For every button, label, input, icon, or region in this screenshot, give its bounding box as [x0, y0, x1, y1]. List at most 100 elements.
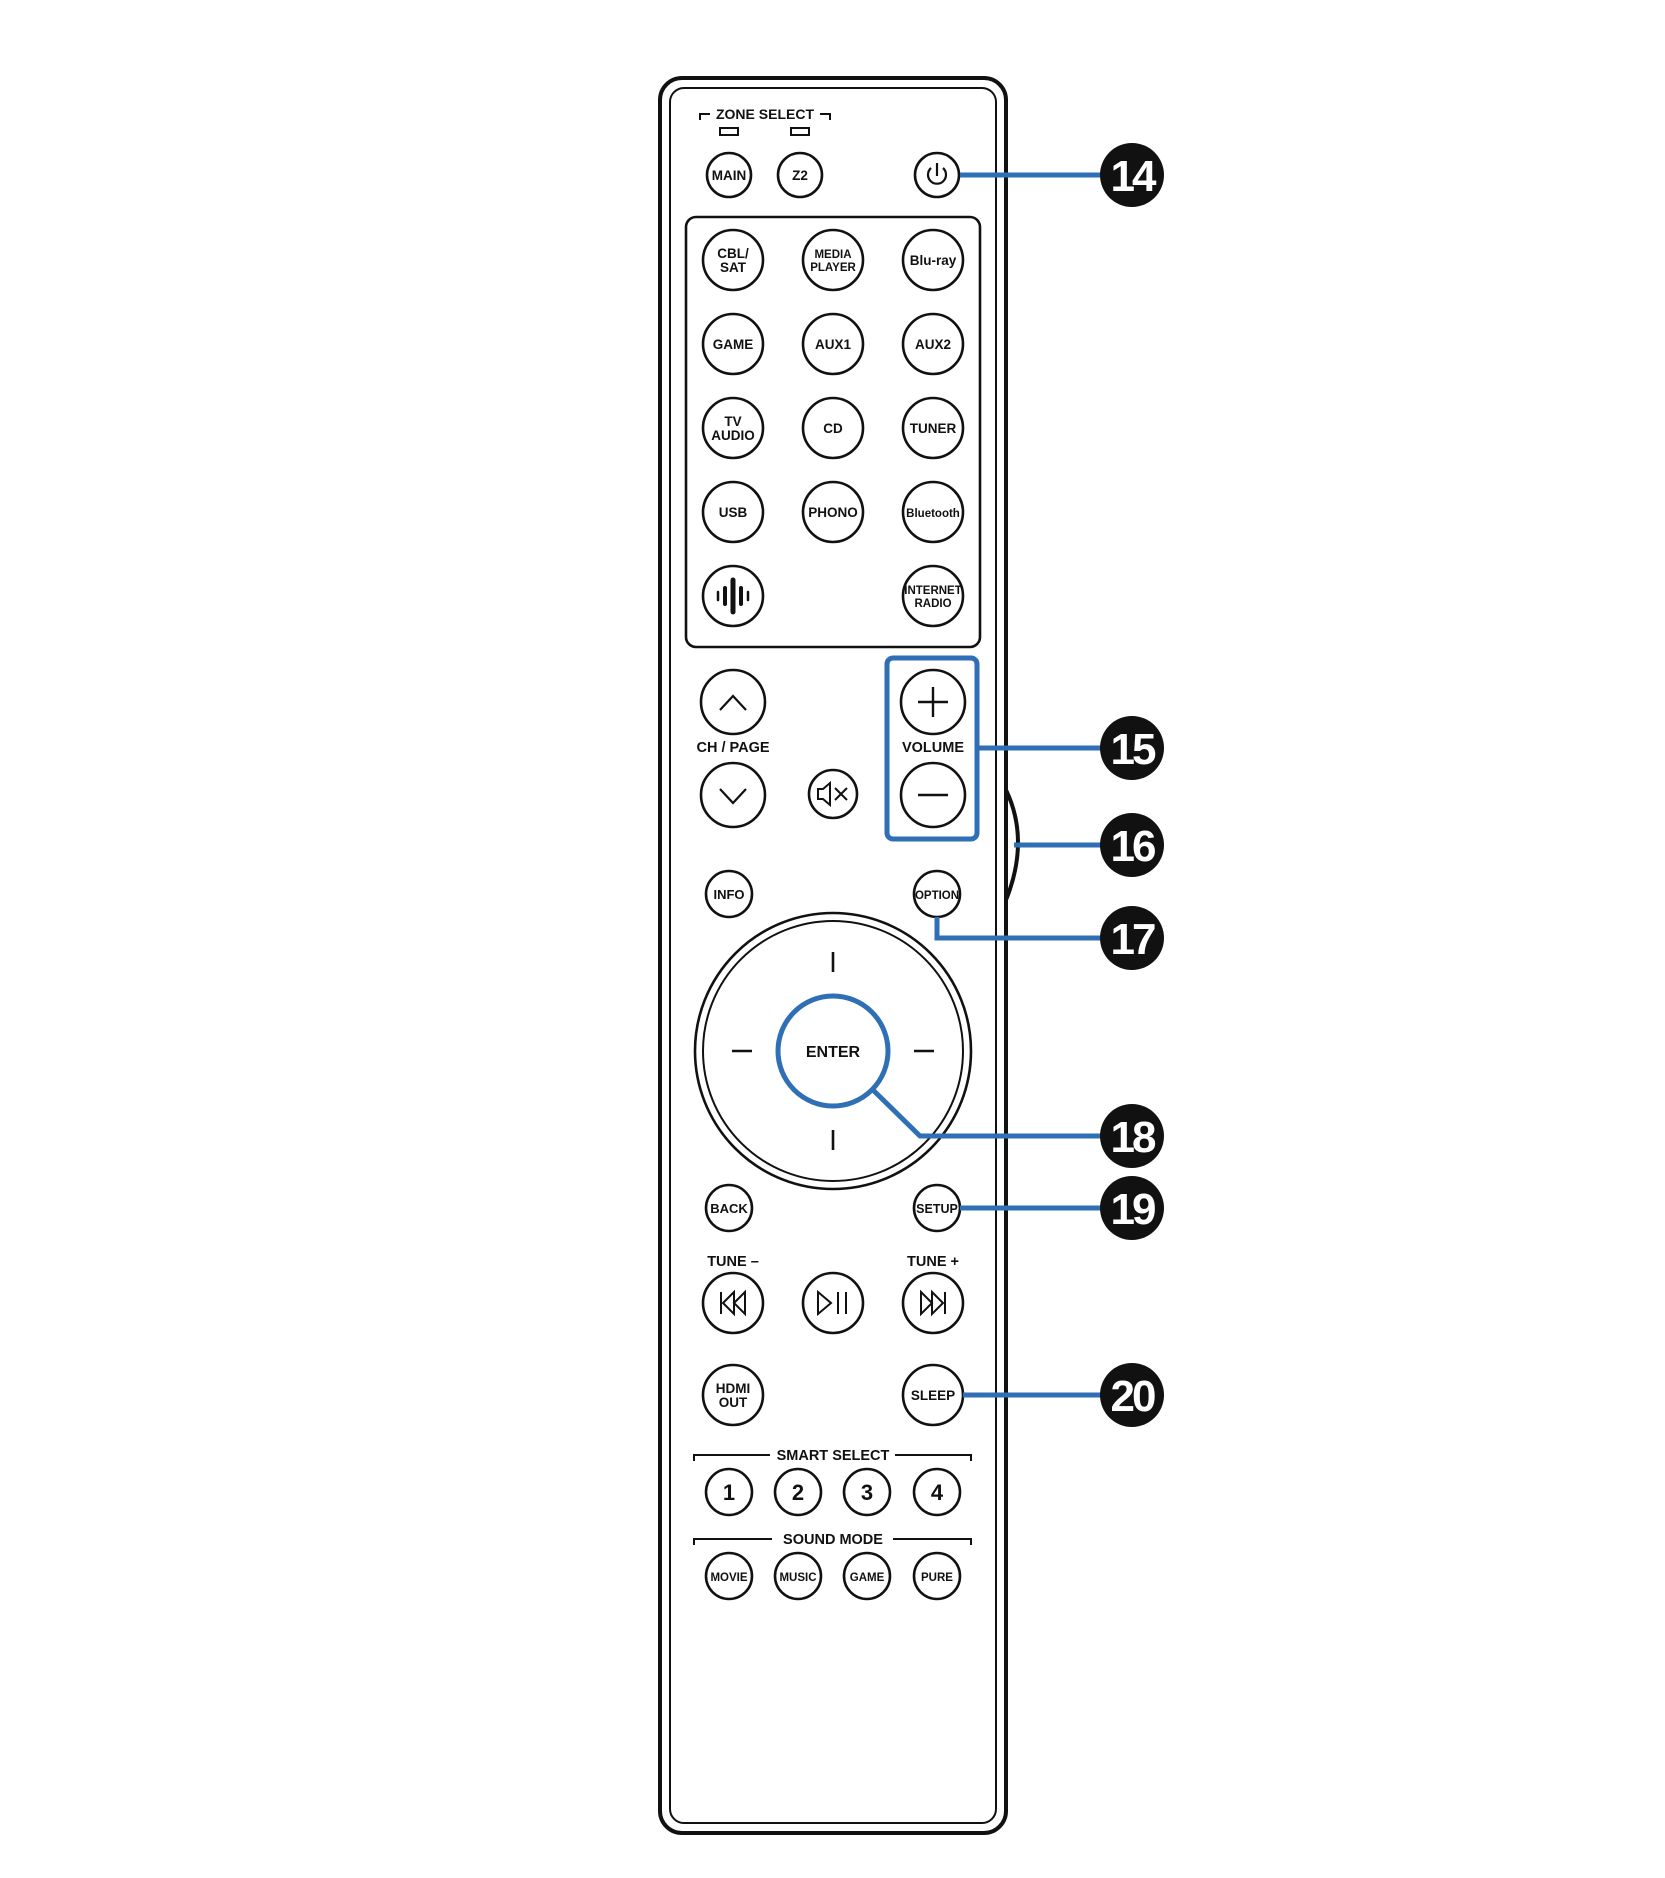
smart-select-3-button[interactable]: 3 — [842, 1467, 892, 1517]
sound-mode-pure-button[interactable]: PURE — [912, 1551, 962, 1601]
svg-text:4: 4 — [931, 1480, 944, 1505]
tune-plus-label: TUNE + — [907, 1254, 959, 1270]
phono-button[interactable]: PHONO — [801, 480, 865, 544]
ch-page-down-button[interactable] — [699, 761, 767, 829]
svg-text:20: 20 — [1111, 1372, 1155, 1421]
svg-text:ENTER: ENTER — [806, 1044, 861, 1061]
svg-text:19: 19 — [1111, 1185, 1155, 1234]
svg-text:SAT: SAT — [720, 260, 747, 275]
power-button[interactable] — [913, 151, 961, 199]
sound-mode-game-button[interactable]: GAME — [842, 1551, 892, 1601]
sleep-button[interactable]: SLEEP — [901, 1363, 965, 1427]
cd-button[interactable]: CD — [801, 396, 865, 460]
svg-text:BACK: BACK — [710, 1201, 748, 1216]
svg-text:PLAYER: PLAYER — [810, 262, 856, 274]
svg-text:2: 2 — [792, 1480, 804, 1505]
mute-button[interactable] — [807, 768, 859, 820]
mute-icon — [817, 780, 848, 808]
usb-button[interactable]: USB — [701, 480, 765, 544]
zone-select-group: ZONE SELECT MAIN Z2 — [699, 106, 961, 199]
sound-mode-music-button[interactable]: MUSIC — [773, 1551, 823, 1601]
heos-button[interactable] — [701, 564, 765, 628]
callout-lines — [775, 172, 1110, 1398]
bluray-button[interactable]: Blu-ray — [901, 228, 965, 292]
svg-text:SLEEP: SLEEP — [911, 1388, 955, 1403]
svg-text:Blu-ray: Blu-ray — [910, 253, 957, 268]
svg-text:MUSIC: MUSIC — [779, 1572, 816, 1584]
tv-audio-button[interactable]: TV AUDIO — [701, 396, 765, 460]
internet-radio-button[interactable]: INTERNET RADIO — [901, 564, 965, 628]
smart-select-group: SMART SELECT 1 2 3 4 — [693, 1448, 972, 1517]
media-player-button[interactable]: MEDIA PLAYER — [801, 228, 865, 292]
zone-z2-indicator — [790, 127, 810, 136]
svg-text:PURE: PURE — [921, 1572, 953, 1584]
svg-text:TV: TV — [724, 414, 741, 429]
volume-up-button[interactable] — [899, 668, 967, 736]
play-pause-icon — [817, 1289, 847, 1317]
source-panel: CBL/ SAT MEDIA PLAYER Blu-ray GAME AUX1 … — [684, 215, 982, 649]
heos-icon — [716, 577, 750, 615]
smart-select-2-button[interactable]: 2 — [773, 1467, 823, 1517]
setup-button[interactable]: SETUP — [912, 1183, 962, 1233]
smart-select-label: SMART SELECT — [777, 1448, 890, 1464]
bluetooth-button[interactable]: Bluetooth — [901, 480, 965, 544]
svg-text:MAIN: MAIN — [712, 168, 747, 183]
option-button[interactable]: OPTION — [912, 869, 962, 919]
power-icon — [926, 167, 948, 185]
svg-text:OUT: OUT — [719, 1395, 748, 1410]
info-button[interactable]: INFO — [704, 869, 754, 919]
main-button[interactable]: MAIN — [705, 151, 753, 199]
sound-mode-label: SOUND MODE — [783, 1532, 883, 1548]
skip-forward-icon — [920, 1289, 946, 1317]
hdmi-out-button[interactable]: HDMI OUT — [701, 1363, 765, 1427]
zone-main-indicator — [719, 127, 739, 136]
svg-text:18: 18 — [1111, 1113, 1156, 1162]
skip-back-button[interactable] — [701, 1271, 765, 1335]
svg-text:16: 16 — [1111, 822, 1155, 871]
sound-mode-group: SOUND MODE MOVIE MUSIC GAME PURE — [693, 1532, 972, 1601]
ch-page-up-button[interactable] — [699, 668, 767, 736]
svg-text:GAME: GAME — [850, 1572, 885, 1584]
skip-forward-button[interactable] — [901, 1271, 965, 1335]
svg-text:OPTION: OPTION — [915, 890, 959, 902]
channel-volume-group: CH / PAGE VOLUME — [696, 668, 967, 829]
callout-17: 17 — [1100, 906, 1164, 970]
smart-select-4-button[interactable]: 4 — [912, 1467, 962, 1517]
svg-text:MEDIA: MEDIA — [814, 249, 851, 261]
callout-14: 14 — [1100, 143, 1164, 207]
svg-text:GAME: GAME — [713, 337, 754, 352]
cbl-sat-button[interactable]: CBL/ SAT — [701, 228, 765, 292]
svg-text:TUNER: TUNER — [910, 421, 957, 436]
tuner-button[interactable]: TUNER — [901, 396, 965, 460]
svg-text:USB: USB — [719, 505, 748, 520]
svg-text:Bluetooth: Bluetooth — [906, 508, 960, 520]
callout-16: 16 — [1100, 813, 1164, 877]
cursor-pad: ENTER — [693, 911, 973, 1191]
svg-text:CD: CD — [823, 421, 843, 436]
svg-text:15: 15 — [1111, 725, 1156, 774]
svg-text:PHONO: PHONO — [808, 505, 858, 520]
aux1-button[interactable]: AUX1 — [801, 312, 865, 376]
sound-mode-movie-button[interactable]: MOVIE — [704, 1551, 754, 1601]
leader-line-18 — [870, 1087, 1110, 1139]
tune-minus-label: TUNE – — [707, 1254, 759, 1270]
back-button[interactable]: BACK — [704, 1183, 754, 1233]
chevron-down-icon — [719, 788, 747, 805]
callout-15: 15 — [1100, 716, 1164, 780]
callout-19: 19 — [1100, 1176, 1164, 1240]
svg-text:AUX1: AUX1 — [815, 337, 852, 352]
play-pause-button[interactable] — [801, 1271, 865, 1335]
game-source-button[interactable]: GAME — [701, 312, 765, 376]
z2-button[interactable]: Z2 — [776, 151, 824, 199]
volume-down-button[interactable] — [899, 761, 967, 829]
svg-text:AUDIO: AUDIO — [711, 428, 755, 443]
leader-line-17 — [934, 917, 1110, 941]
smart-select-1-button[interactable]: 1 — [704, 1467, 754, 1517]
svg-text:RADIO: RADIO — [914, 598, 951, 610]
callout-20: 20 — [1100, 1363, 1164, 1427]
skip-back-icon — [720, 1289, 746, 1317]
svg-text:CBL/: CBL/ — [717, 246, 749, 261]
svg-text:MOVIE: MOVIE — [710, 1572, 747, 1584]
aux2-button[interactable]: AUX2 — [901, 312, 965, 376]
